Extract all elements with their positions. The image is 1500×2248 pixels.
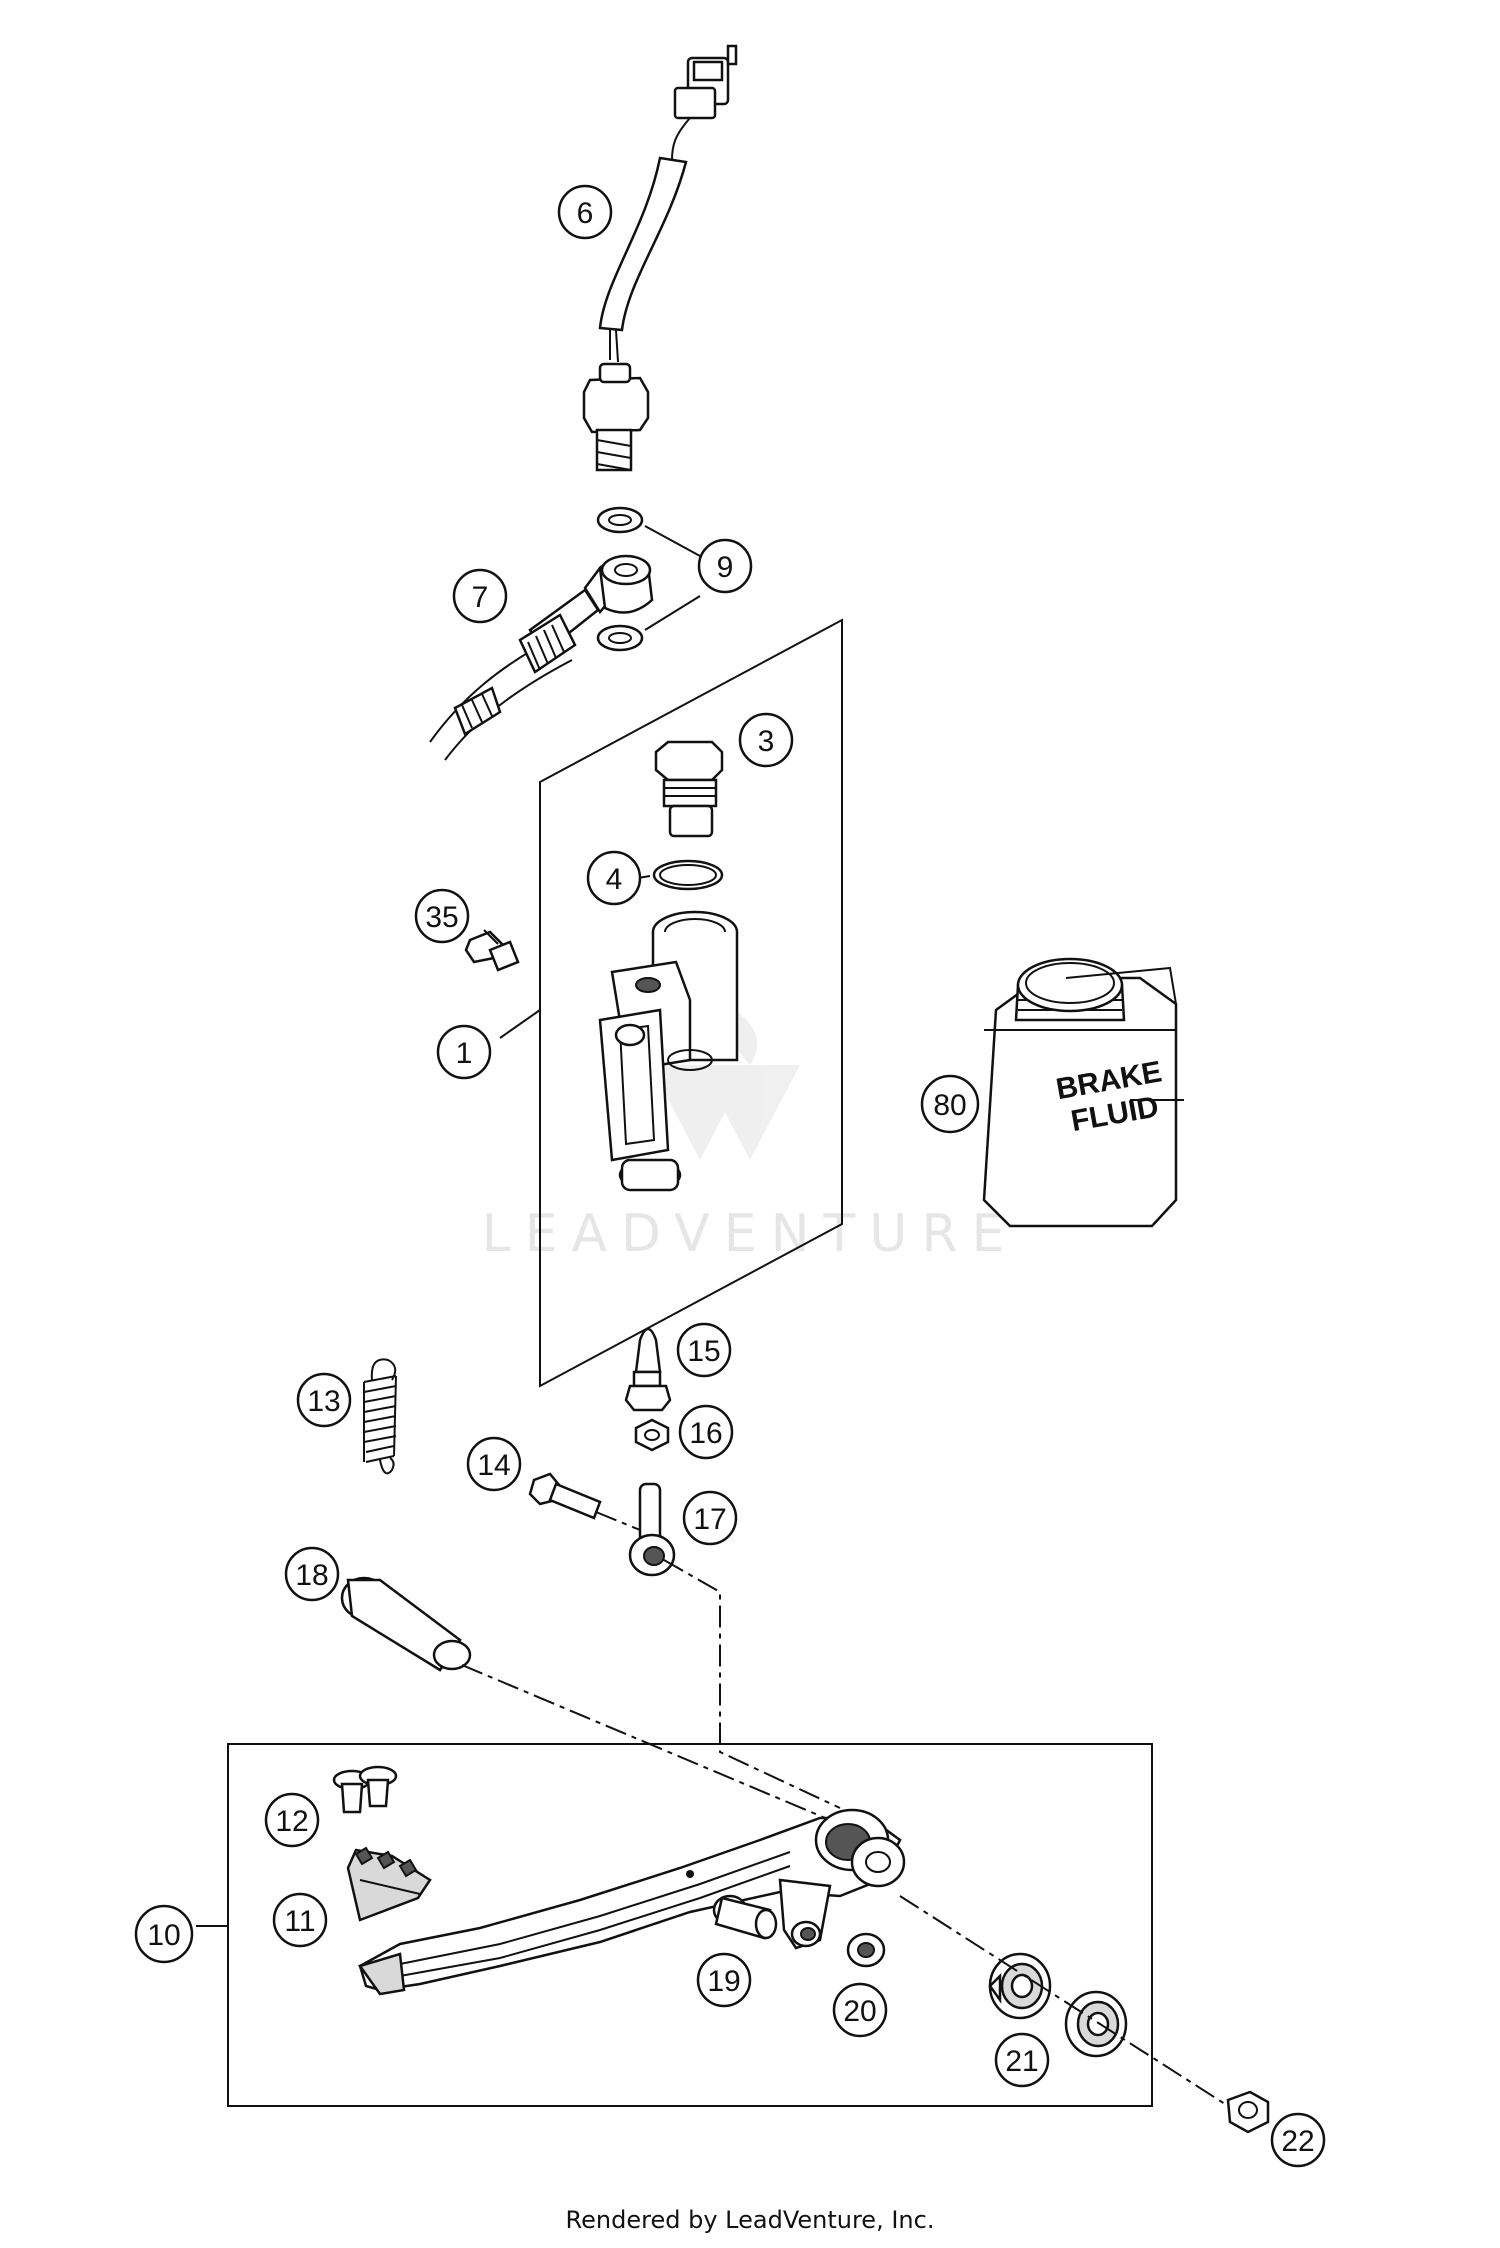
svg-text:10: 10 — [147, 1919, 180, 1952]
svg-text:21: 21 — [1005, 2045, 1038, 2078]
brake-hose — [429, 554, 654, 761]
sealing-washers — [596, 506, 701, 652]
callout-3: 3 — [738, 712, 794, 768]
callout-1: 1 — [436, 1024, 492, 1080]
callout-10: 10 — [134, 1904, 194, 1964]
tip-screws — [332, 1765, 398, 1814]
push-rod-pin — [712, 1894, 778, 1940]
callout-21: 21 — [994, 2032, 1050, 2088]
lock-nut — [1226, 2090, 1270, 2134]
svg-text:7: 7 — [472, 581, 489, 614]
pedal-tip — [346, 1846, 432, 1922]
watermark-text: LEADVENTURE — [481, 1204, 1019, 1264]
callout-6: 6 — [557, 184, 613, 240]
callout-19: 19 — [696, 1952, 752, 2008]
svg-text:17: 17 — [693, 1503, 726, 1536]
callout-14: 14 — [466, 1436, 522, 1492]
svg-text:18: 18 — [295, 1559, 328, 1592]
svg-text:13: 13 — [307, 1385, 340, 1418]
leadventure-logo — [650, 1010, 800, 1160]
bushing — [846, 1932, 886, 1968]
svg-text:80: 80 — [933, 1089, 966, 1122]
callout-18: 18 — [284, 1546, 340, 1602]
brake-light-switch — [582, 44, 738, 472]
svg-text:20: 20 — [843, 1995, 876, 2028]
foot-brake-lever-panel — [196, 1743, 1153, 2107]
clevis-pin — [340, 1576, 831, 1821]
callout-7: 7 — [452, 568, 508, 624]
o-ring — [652, 859, 724, 891]
callout-15: 15 — [676, 1322, 732, 1378]
callout-80: 80 — [920, 1074, 980, 1134]
callout-35: 35 — [414, 888, 470, 944]
callout-11: 11 — [272, 1892, 328, 1948]
callout-20: 20 — [832, 1982, 888, 2038]
svg-text:14: 14 — [477, 1449, 510, 1482]
brake-lever — [357, 1808, 906, 1996]
svg-text:35: 35 — [425, 901, 458, 934]
callout-9: 9 — [697, 538, 753, 594]
banjo-fitting — [628, 1482, 841, 1809]
ball-bearings — [899, 1895, 1251, 2121]
hex-nut — [634, 1418, 670, 1452]
svg-text:4: 4 — [606, 863, 623, 896]
svg-text:12: 12 — [275, 1805, 308, 1838]
master-cylinder-body — [598, 910, 739, 1192]
svg-text:11: 11 — [284, 1905, 315, 1938]
svg-text:3: 3 — [758, 725, 775, 758]
callout-16: 16 — [678, 1404, 734, 1460]
callout-22: 22 — [1270, 2112, 1326, 2168]
svg-text:22: 22 — [1281, 2125, 1314, 2158]
callout-13: 13 — [296, 1372, 352, 1428]
footer-credit: Rendered by LeadVenture, Inc. — [565, 2206, 935, 2234]
reservoir-cap — [654, 740, 724, 838]
callout-12: 12 — [264, 1792, 320, 1848]
svg-text:9: 9 — [717, 551, 734, 584]
bleed-screw — [624, 1327, 672, 1412]
svg-text:16: 16 — [689, 1417, 722, 1450]
brake-fluid-can: BRAKE FLUID — [982, 957, 1178, 1228]
svg-text:15: 15 — [687, 1335, 720, 1368]
callout-17: 17 — [682, 1490, 738, 1546]
master-cylinder-panel — [499, 618, 843, 1388]
return-spring — [363, 1358, 397, 1475]
svg-text:1: 1 — [456, 1037, 473, 1070]
pivot-bolt — [528, 1472, 641, 1531]
svg-text:6: 6 — [577, 197, 594, 230]
callout-4: 4 — [586, 850, 642, 906]
svg-text:19: 19 — [707, 1965, 740, 1998]
